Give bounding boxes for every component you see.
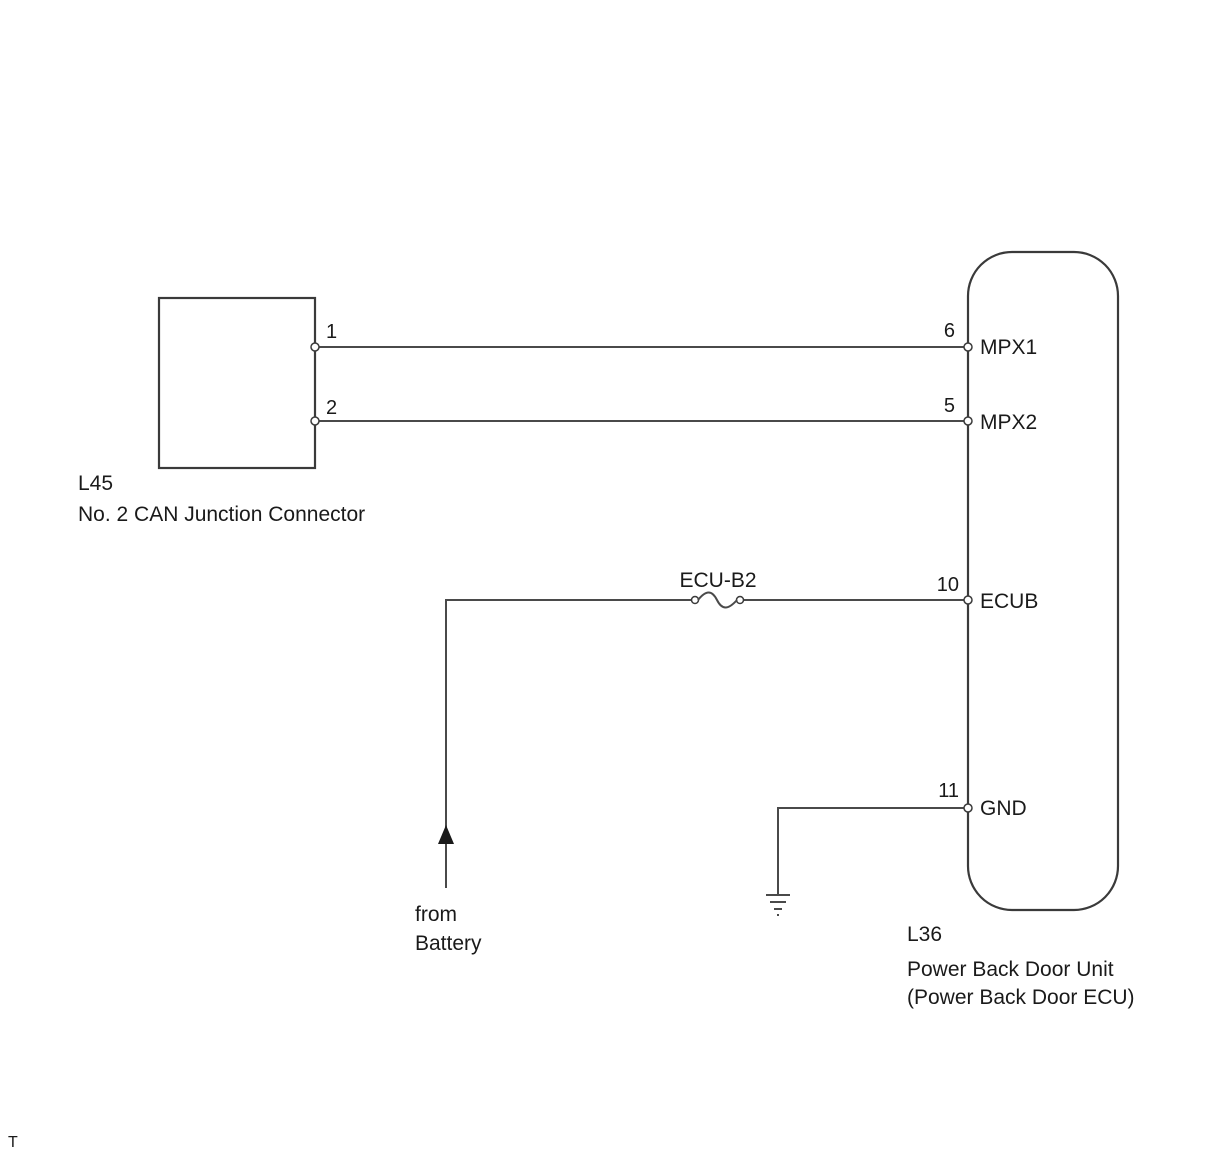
l36-pin-11-signal: GND xyxy=(980,797,1027,820)
l36-pin-10-signal: ECUB xyxy=(980,590,1038,613)
terminal-l45-pin-2 xyxy=(310,416,320,426)
fuse-label: ECU-B2 xyxy=(679,569,756,592)
l45-pin-1-label: 1 xyxy=(326,321,337,343)
ecu-name-line1: Power Back Door Unit xyxy=(907,958,1114,981)
corner-mark: T xyxy=(8,1134,18,1151)
connector-code: L45 xyxy=(78,472,113,495)
terminal-l36-pin-6 xyxy=(963,342,973,352)
l36-pin-5-number: 5 xyxy=(944,395,955,417)
l36-pin-5-signal: MPX2 xyxy=(980,411,1037,434)
terminal-l36-pin-5 xyxy=(963,416,973,426)
terminal-l36-pin-10 xyxy=(963,595,973,605)
terminal-l45-pin-1 xyxy=(310,342,320,352)
battery-arrow-icon xyxy=(438,825,454,844)
source-label-from: from xyxy=(415,903,457,926)
ground-icon xyxy=(766,894,790,916)
fuse-symbol xyxy=(690,591,745,609)
power-back-door-ecu-body xyxy=(966,250,1120,912)
ecu-code: L36 xyxy=(907,923,942,946)
l36-pin-6-signal: MPX1 xyxy=(980,336,1037,359)
wire-ground xyxy=(777,807,968,894)
l36-pin-6-number: 6 xyxy=(944,320,955,342)
can-junction-connector-box xyxy=(157,296,317,470)
l36-pin-10-number: 10 xyxy=(937,574,959,596)
connector-name: No. 2 CAN Junction Connector xyxy=(78,503,365,526)
terminal-l36-pin-11 xyxy=(963,803,973,813)
source-label-battery: Battery xyxy=(415,932,482,955)
l45-pin-2-label: 2 xyxy=(326,397,337,419)
l36-pin-11-number: 11 xyxy=(938,780,959,802)
wire-battery-feed xyxy=(445,599,693,888)
ecu-name-line2: (Power Back Door ECU) xyxy=(907,986,1135,1009)
